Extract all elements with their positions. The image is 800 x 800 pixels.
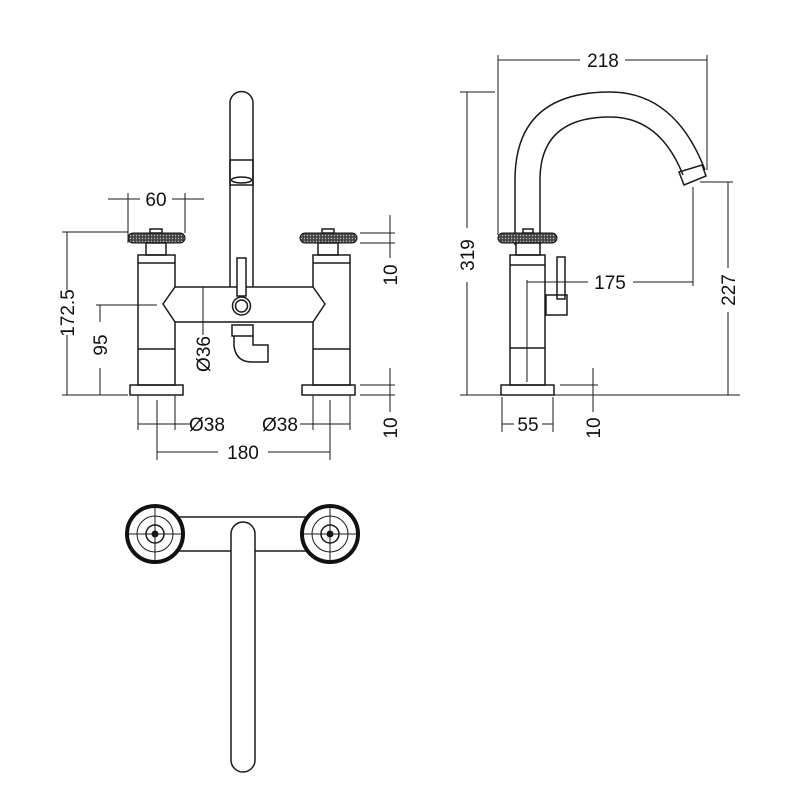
spout-outlet [678,164,707,186]
right-handle [299,232,358,244]
dim-centres: 180 [227,443,259,464]
right-pillar [312,254,351,386]
dim-spout-reach: 175 [594,273,626,294]
side-base [500,384,555,396]
side-handle [497,232,558,244]
right-base [301,384,356,396]
dim-base-thickness: 10 [381,417,402,438]
right-handle-top [300,504,360,564]
dim-handle-width: 60 [145,190,166,211]
left-handle-top [125,504,185,564]
spout-top [230,521,256,773]
front-view: 60 172.5 95 Ø36 Ø38 Ø38 180 10 10 [58,90,402,464]
dim-spout-reach-overall: 218 [587,51,619,72]
dim-left-pillar-diameter: Ø38 [189,415,225,436]
dim-side-overall-height: 319 [458,239,479,271]
left-base [129,384,184,396]
dim-outlet-height: 227 [719,274,740,306]
top-view [125,504,360,773]
spout-arc [514,91,706,245]
spout-band [229,159,254,186]
side-lever [556,256,566,300]
dim-body-height: 95 [91,334,112,355]
side-view: 218 319 227 175 55 10 [458,51,740,439]
dim-handle-thickness: 10 [381,264,402,285]
left-pillar [137,254,176,386]
dim-side-base-thickness: 10 [584,417,605,438]
lever [236,257,247,297]
spout-tube [229,90,254,290]
diverter-outlet [231,324,269,363]
dim-right-pillar-diameter: Ø38 [262,415,298,436]
left-handle [127,232,186,244]
dim-overall-height: 172.5 [58,289,79,337]
dim-body-diameter: Ø36 [194,336,215,372]
dim-pillar-width: 55 [517,415,538,436]
